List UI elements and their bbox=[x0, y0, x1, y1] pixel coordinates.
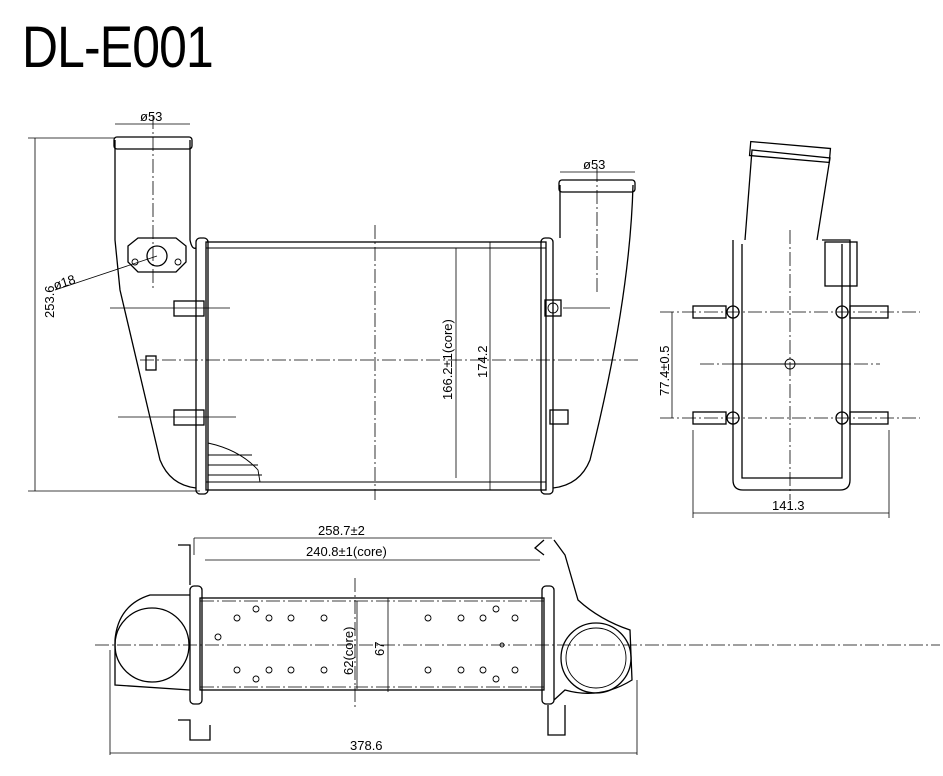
mount-bracket bbox=[544, 299, 562, 317]
outlet-port bbox=[560, 622, 632, 694]
left-header-plate bbox=[195, 237, 209, 495]
bottom-core-outline bbox=[199, 597, 545, 691]
sensor-flange bbox=[127, 237, 187, 273]
core-outline bbox=[205, 241, 547, 491]
side-tank-outline bbox=[732, 239, 851, 491]
inlet-diameter-label: ø53 bbox=[140, 109, 162, 124]
left-bottom-tank bbox=[114, 594, 191, 691]
right-header-plate bbox=[540, 237, 554, 495]
core-holes bbox=[214, 605, 519, 683]
bottom-view: 258.7±2 240.8±1(core) 62(core) 67 378.6 bbox=[95, 523, 940, 755]
front-view: ø53 ø53 ø18 253.6 166.2±1(core) 174.2 bbox=[28, 109, 640, 500]
depth-label: 141.3 bbox=[772, 498, 805, 513]
mount-bracket bbox=[173, 409, 205, 426]
core-height-label: 166.2±1(core) bbox=[440, 319, 455, 400]
outlet-diameter-label: ø53 bbox=[583, 157, 605, 172]
width-label: 258.7±2 bbox=[318, 523, 365, 538]
core-depth-label: 62(core) bbox=[341, 627, 356, 675]
port-diameter-label: ø18 bbox=[51, 272, 77, 293]
mount-spacing-label: 77.4±0.5 bbox=[657, 345, 672, 396]
overall-length-label: 378.6 bbox=[350, 738, 383, 753]
side-view: 77.4±0.5 141.3 bbox=[657, 140, 920, 518]
side-inlet-pipe bbox=[744, 149, 831, 241]
mount-bracket bbox=[173, 300, 205, 317]
right-tank bbox=[552, 184, 634, 489]
left-tank bbox=[114, 140, 197, 489]
core-width-label: 240.8±1(core) bbox=[306, 544, 387, 559]
overall-height-label: 253.6 bbox=[42, 285, 57, 318]
height-label: 174.2 bbox=[475, 345, 490, 378]
drawing-title: DL-E001 bbox=[22, 15, 214, 80]
bottom-depth-label: 67 bbox=[372, 642, 387, 656]
